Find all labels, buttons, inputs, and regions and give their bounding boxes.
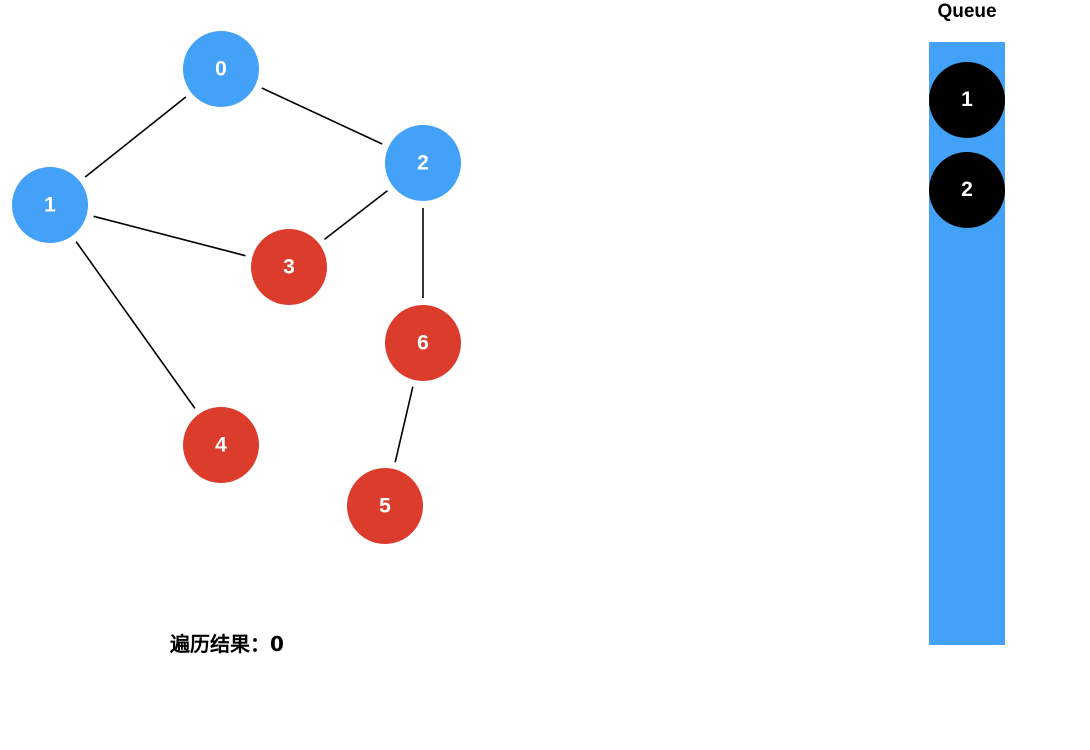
node-5-circle — [347, 468, 423, 544]
edge-1-4 — [75, 241, 196, 409]
node-1-label: 1 — [44, 194, 56, 217]
node-4: 4 — [183, 407, 259, 483]
traversal-result: 遍历结果：0 — [170, 630, 284, 658]
node-4-circle — [183, 407, 259, 483]
edge-1-3 — [93, 215, 246, 257]
edge-6-5 — [394, 386, 414, 463]
node-6-circle — [385, 305, 461, 381]
edge-0-2 — [261, 87, 383, 145]
node-2: 2 — [385, 125, 461, 201]
node-3-label: 3 — [283, 256, 295, 279]
graph-nodes: 0 1 2 3 4 5 6 — [12, 31, 461, 544]
node-0-circle — [183, 31, 259, 107]
node-2-circle — [385, 125, 461, 201]
edge-0-1 — [84, 96, 187, 178]
node-6-label: 6 — [417, 332, 429, 355]
node-3-circle — [251, 229, 327, 305]
traversal-result-label: 遍历结果： — [170, 632, 270, 656]
graph-edges — [75, 87, 424, 463]
node-1: 1 — [12, 167, 88, 243]
node-2-label: 2 — [417, 152, 429, 175]
queue-item: 2 — [929, 152, 1005, 228]
node-1-circle — [12, 167, 88, 243]
traversal-result-value: 0 — [270, 632, 284, 656]
edge-2-3 — [324, 189, 388, 241]
node-5: 5 — [347, 468, 423, 544]
node-5-label: 5 — [379, 495, 391, 518]
node-0-label: 0 — [215, 58, 227, 81]
node-0: 0 — [183, 31, 259, 107]
queue-item: 1 — [929, 62, 1005, 138]
node-3: 3 — [251, 229, 327, 305]
node-4-label: 4 — [215, 434, 227, 457]
queue-title: Queue — [937, 1, 997, 22]
node-6: 6 — [385, 305, 461, 381]
